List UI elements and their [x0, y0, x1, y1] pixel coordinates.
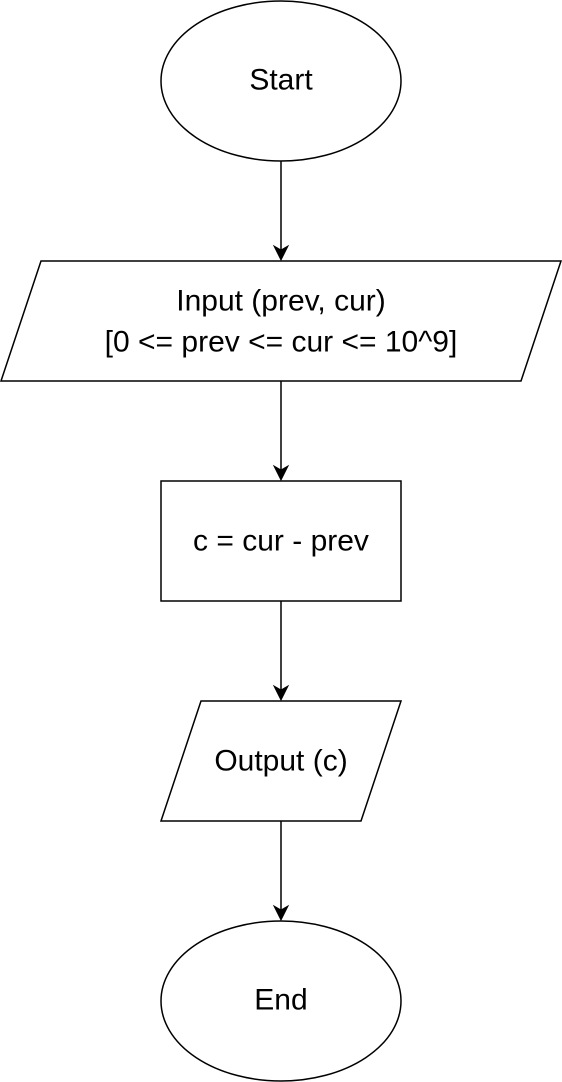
process-label: c = cur - prev: [193, 525, 369, 558]
input-parallelogram: [0, 260, 562, 382]
process-rect: [160, 480, 402, 602]
input-node: Input (prev, cur) [0 <= prev <= cur <= 1…: [0, 260, 562, 382]
start-label: Start: [249, 64, 313, 97]
output-parallelogram: [159, 700, 403, 822]
edge-output-to-end: [272, 821, 290, 922]
edge-input-to-process: [272, 381, 290, 482]
process-node: c = cur - prev: [160, 480, 402, 602]
output-label: Output (c): [214, 745, 347, 778]
input-label-line1: Input (prev, cur): [176, 285, 386, 318]
end-node: End: [160, 920, 402, 1082]
end-ellipse: [160, 920, 402, 1082]
arrowhead: [272, 464, 290, 482]
edge-start-to-input: [272, 161, 290, 262]
start-node: Start: [160, 0, 402, 162]
input-label-line2: [0 <= prev <= cur <= 10^9]: [105, 326, 458, 359]
arrowhead: [272, 684, 290, 702]
output-node: Output (c): [159, 700, 403, 822]
edge-process-to-output: [272, 601, 290, 702]
arrowhead: [272, 244, 290, 262]
end-label: End: [254, 984, 307, 1017]
arrowhead: [272, 904, 290, 922]
